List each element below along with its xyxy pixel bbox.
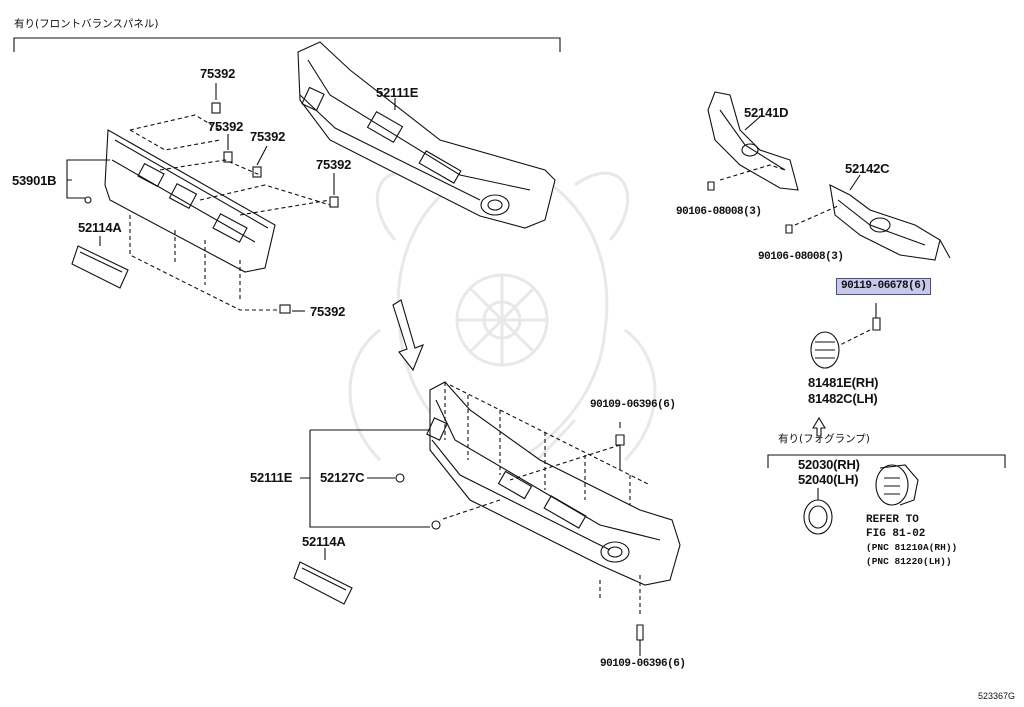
part-label-90119-highlighted[interactable]: 90119-06678(6)	[836, 278, 932, 295]
part-label-52141d[interactable]: 52141D	[744, 105, 789, 120]
option-label-foglamp: 有り(フォグランプ)	[778, 433, 870, 445]
clip-drawings	[211, 102, 339, 314]
part-label-75392[interactable]: 75392	[200, 66, 236, 81]
option-label-balance-panel: 有り(フロントバランスパネル)	[14, 18, 159, 30]
part-label-75392[interactable]: 75392	[310, 304, 346, 319]
part-label-52111e[interactable]: 52111E	[250, 470, 293, 485]
figure-code: 523367G	[978, 691, 1016, 701]
fog-lamp-cover-drawing	[810, 331, 840, 369]
license-plate-bracket-bottom	[293, 561, 353, 605]
part-label-75392[interactable]: 75392	[250, 129, 286, 144]
part-label-90109[interactable]: 90109-06396(6)	[590, 399, 676, 411]
part-label-90106[interactable]: 90106-08008(3)	[676, 206, 762, 218]
part-label-90109[interactable]: 90109-06396(6)	[600, 658, 686, 670]
part-label-52111e[interactable]: 52111E	[376, 85, 419, 100]
part-label-90106[interactable]: 90106-08008(3)	[758, 251, 844, 263]
refer-note-line-1: REFER TO	[866, 514, 919, 526]
license-plate-bracket-top	[71, 245, 129, 289]
bumper-arm-rh-drawing	[707, 91, 799, 191]
arrow-down-drawing	[392, 299, 424, 372]
part-label-75392[interactable]: 75392	[316, 157, 352, 172]
fog-lamp-bezel-drawing	[803, 499, 833, 535]
bumper-lower-drawing	[426, 381, 681, 586]
balance-panel-drawing	[104, 129, 276, 273]
part-label-75392[interactable]: 75392	[208, 119, 244, 134]
option-bracket-top	[13, 37, 561, 52]
fog-lamp-drawing	[875, 464, 919, 506]
part-label-52142c[interactable]: 52142C	[845, 161, 890, 176]
part-label-52127c[interactable]: 52127C	[320, 470, 365, 485]
refer-note-line-4: (PNC 81220(LH))	[866, 556, 952, 567]
part-label-52114a[interactable]: 52114A	[302, 534, 346, 549]
refer-note-line-3: (PNC 81210A(RH))	[866, 542, 958, 553]
part-label-81482c[interactable]: 81482C(LH)	[808, 391, 878, 406]
guide-lines-lower	[439, 382, 651, 615]
refer-note-line-2[interactable]: FIG 81-02	[866, 528, 926, 540]
part-label-52040[interactable]: 52040(LH)	[798, 472, 859, 487]
part-label-81481e[interactable]: 81481E(RH)	[808, 375, 879, 390]
part-label-52114a[interactable]: 52114A	[78, 220, 122, 235]
option-bracket-fog	[767, 454, 1006, 468]
guide-lines-upper	[129, 114, 331, 311]
part-label-52030[interactable]: 52030(RH)	[798, 457, 860, 472]
part-label-53901b[interactable]: 53901B	[12, 173, 57, 188]
bumper-upper-drawing	[297, 41, 556, 229]
bumper-arm-lh-drawing	[829, 184, 951, 261]
